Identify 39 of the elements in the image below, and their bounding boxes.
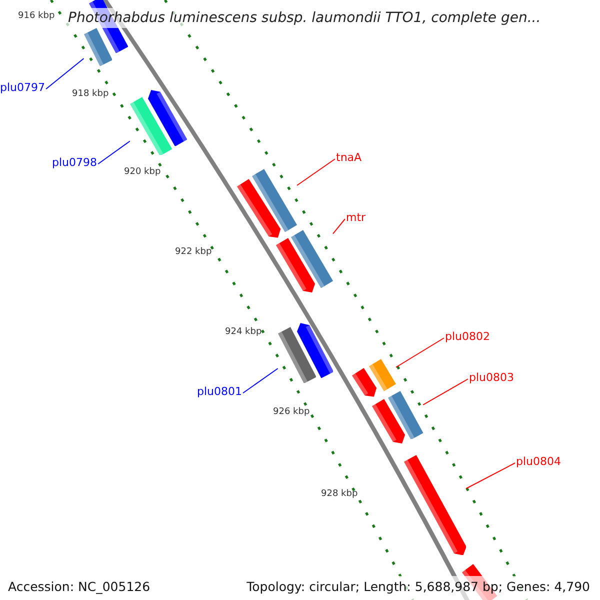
scale-label: 916 kbp xyxy=(18,11,55,22)
scale-label: 922 kbp xyxy=(175,247,212,258)
leader-line xyxy=(466,462,516,489)
gene-label: plu0797 xyxy=(0,81,46,95)
gene-feature xyxy=(252,169,298,233)
scale-label: 926 kbp xyxy=(273,407,310,418)
leader-line xyxy=(46,58,84,90)
leader-line xyxy=(296,158,336,186)
gene-feature xyxy=(388,390,424,440)
gene-label: tnaA xyxy=(336,151,362,165)
accession-note: Accession: NC_005126 xyxy=(8,579,150,595)
gene-feature xyxy=(404,454,466,555)
gene-label: plu0802 xyxy=(445,330,490,344)
leader-line xyxy=(395,338,444,368)
gene-feature xyxy=(84,28,112,66)
gene-label: plu0801 xyxy=(197,385,242,399)
gene-feature xyxy=(296,323,334,378)
gene-label: plu0798 xyxy=(52,156,98,170)
leader-line xyxy=(98,140,130,164)
gene-feature xyxy=(148,90,188,146)
leader-line xyxy=(242,368,278,394)
gene-feature xyxy=(237,179,281,238)
gene-feature xyxy=(368,359,396,392)
gene-label: plu0803 xyxy=(469,371,514,385)
gene-feature xyxy=(352,368,377,397)
scale-label: 924 kbp xyxy=(225,327,262,338)
gene-feature xyxy=(372,399,405,444)
genome-summary: Topology: circular; Length: 5,688,987 bp; Genes: 4,790 xyxy=(246,579,590,595)
leader-line xyxy=(422,378,468,406)
gene-label: plu0804 xyxy=(516,455,562,469)
scale-label: 920 kbp xyxy=(124,167,161,178)
gene-feature xyxy=(276,238,315,293)
scale-label: 918 kbp xyxy=(72,89,109,100)
gene-feature xyxy=(290,230,334,289)
gene-feature xyxy=(130,96,172,156)
gene-feature xyxy=(278,326,316,384)
scale-label: 928 kbp xyxy=(321,489,358,500)
gene-label: mtr xyxy=(346,211,366,225)
leader-line xyxy=(332,218,346,234)
